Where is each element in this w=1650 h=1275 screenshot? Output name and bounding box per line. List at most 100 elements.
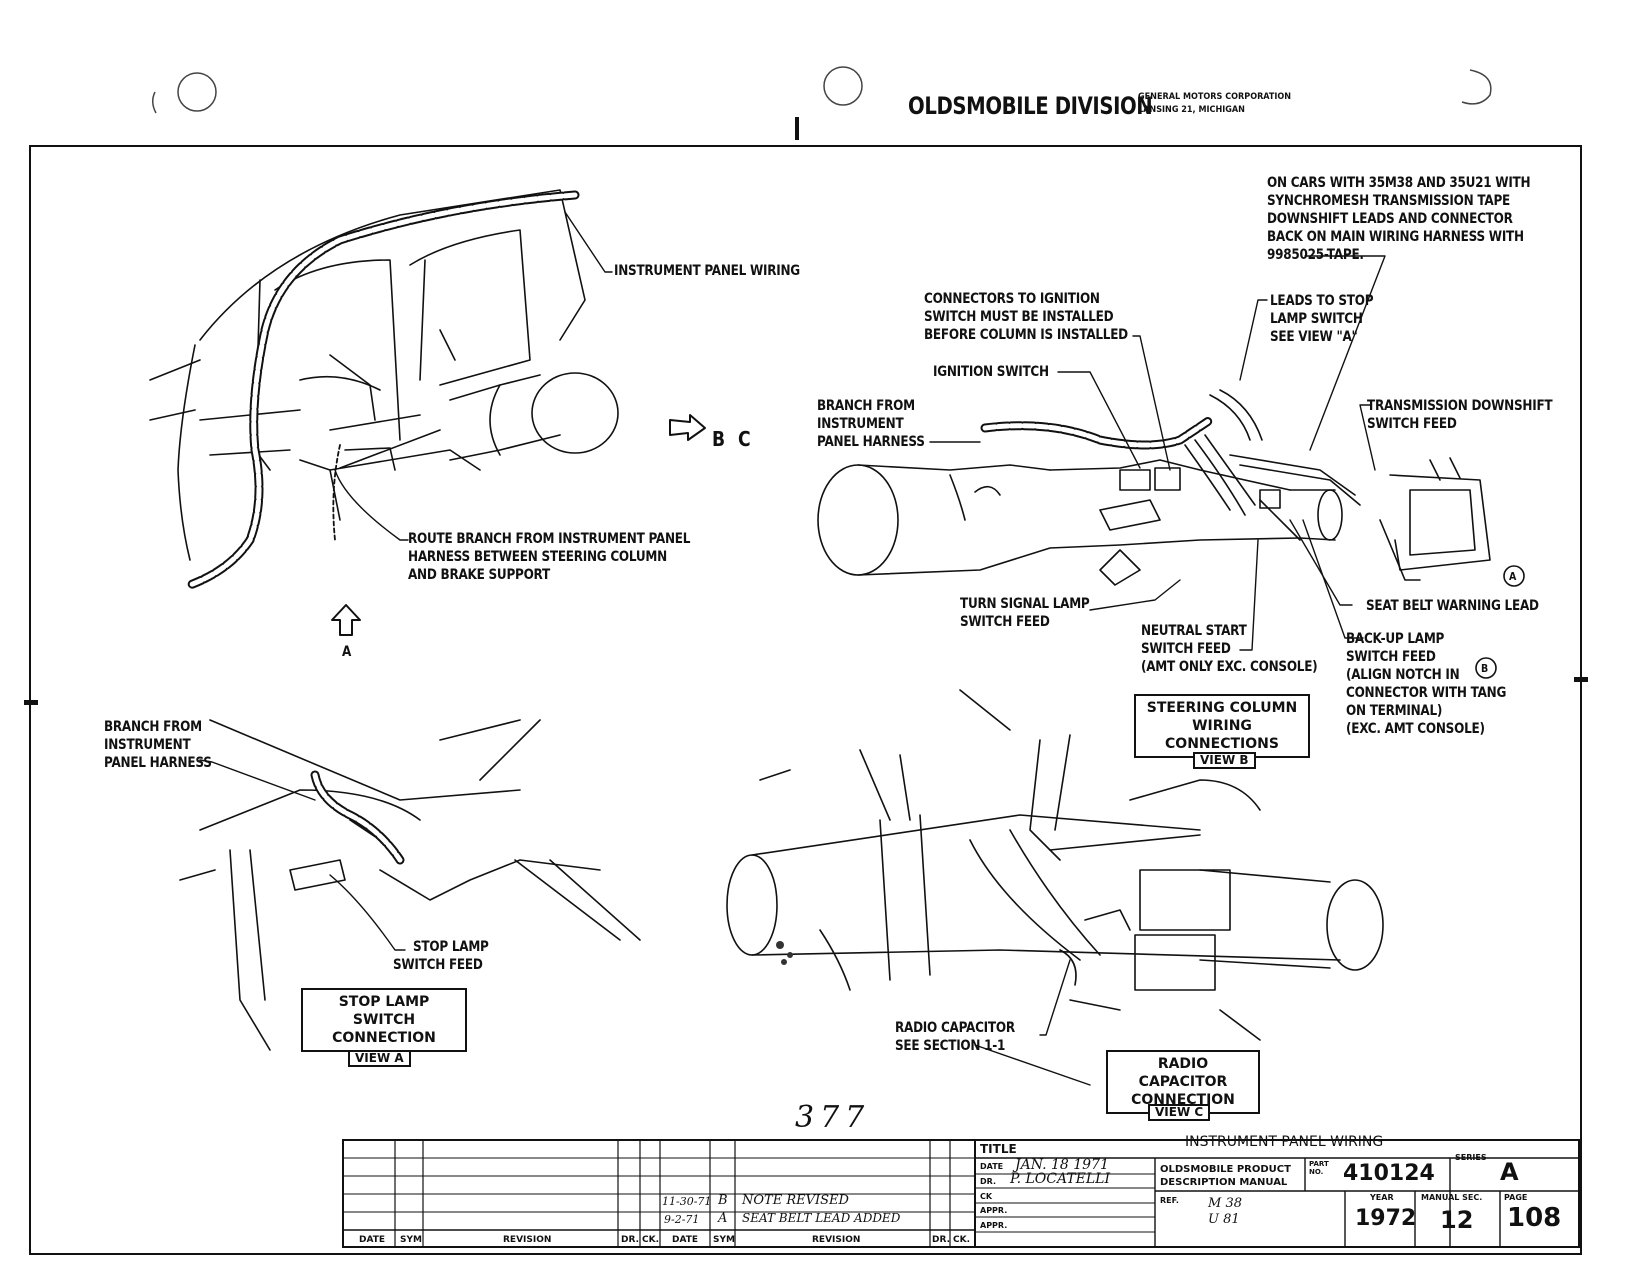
- label-on-cars-2: SYNCHROMESH TRANSMISSION TAPE: [1267, 193, 1510, 209]
- product-line-1: OLDSMOBILE PRODUCT: [1160, 1164, 1291, 1175]
- label-radio-cap-2: SEE SECTION 1-1: [895, 1038, 1006, 1054]
- series-value: A: [1500, 1158, 1519, 1186]
- year-label: YEAR: [1370, 1193, 1394, 1202]
- rev-b-date: 11-30-71: [662, 1195, 712, 1208]
- col-date-2: DATE: [672, 1235, 699, 1245]
- caption-stop-lamp: STOP LAMP SWITCH CONNECTION: [301, 988, 467, 1052]
- label-connectors-ignition-2: SWITCH MUST BE INSTALLED: [924, 309, 1114, 325]
- label-stop-lamp-feed-1: STOP LAMP: [413, 939, 489, 955]
- label-leads-stop-3: SEE VIEW "A": [1270, 329, 1358, 345]
- arrow-bc-label: B C: [712, 427, 755, 451]
- label-backup-lamp-6: (EXC. AMT CONSOLE): [1346, 721, 1485, 737]
- label-backup-lamp-5: ON TERMINAL): [1346, 703, 1443, 719]
- label-branch-from-b-1: BRANCH FROM: [817, 398, 915, 414]
- col-dr: DR.: [621, 1235, 639, 1245]
- label-trans-downshift-2: SWITCH FEED: [1367, 416, 1457, 432]
- corp-line-1: GENERAL MOTORS CORPORATION: [1138, 92, 1292, 102]
- radio-capacitor-illustration: [726, 689, 1384, 1041]
- caption-radio-cap: RADIO CAPACITOR CONNECTION: [1106, 1050, 1260, 1114]
- label-seat-belt: SEAT BELT WARNING LEAD: [1366, 598, 1539, 614]
- dr-label: DR.: [980, 1177, 996, 1186]
- view-b-tag: VIEW B: [1193, 752, 1256, 769]
- label-leads-stop-1: LEADS TO STOP: [1270, 293, 1374, 309]
- date-value: JAN. 18 1971: [1015, 1157, 1109, 1173]
- label-ignition-switch: IGNITION SWITCH: [933, 364, 1049, 380]
- rev-b-text: NOTE REVISED: [742, 1193, 849, 1208]
- punch-holes: [152, 66, 1492, 140]
- ck-label: CK: [980, 1192, 993, 1201]
- ip-harness: [185, 190, 580, 590]
- appr-label: APPR.: [980, 1206, 1008, 1215]
- label-radio-cap-1: RADIO CAPACITOR: [895, 1020, 1015, 1036]
- label-branch-from-a-2: INSTRUMENT: [104, 737, 191, 753]
- label-branch-from-b-2: INSTRUMENT: [817, 416, 904, 432]
- label-backup-lamp-2: SWITCH FEED: [1346, 649, 1436, 665]
- marker-a: A: [1509, 570, 1517, 583]
- label-neutral-start-1: NEUTRAL START: [1141, 623, 1247, 639]
- caption-stop-lamp-2: SWITCH CONNECTION: [332, 1012, 436, 1046]
- label-on-cars-5: 9985025-TAPE.: [1267, 247, 1364, 263]
- label-route-branch-1: ROUTE BRANCH FROM INSTRUMENT PANEL: [408, 531, 691, 547]
- col-date: DATE: [359, 1235, 386, 1245]
- view-a-tag: VIEW A: [348, 1050, 411, 1067]
- product-line-2: DESCRIPTION MANUAL: [1160, 1177, 1288, 1188]
- view-c-tag: VIEW C: [1148, 1104, 1211, 1121]
- col-sym: SYM: [400, 1235, 422, 1245]
- page-label: PAGE: [1504, 1193, 1528, 1202]
- rev-a-sym: A: [718, 1211, 728, 1226]
- label-backup-lamp-1: BACK-UP LAMP: [1346, 631, 1445, 647]
- label-turn-signal-1: TURN SIGNAL LAMP: [960, 596, 1090, 612]
- col-dr-2: DR.: [932, 1235, 950, 1245]
- steering-column-illustration: [817, 389, 1491, 586]
- ref-value-2: U 81: [1208, 1212, 1240, 1227]
- label-on-cars-1: ON CARS WITH 35M38 AND 35U21 WITH: [1267, 175, 1531, 191]
- series-label: SERIES: [1455, 1153, 1487, 1162]
- label-neutral-start-2: SWITCH FEED: [1141, 641, 1231, 657]
- manual-sec-label: MANUAL SEC.: [1421, 1193, 1483, 1202]
- marker-b: B: [1481, 662, 1488, 675]
- ref-value-1: M 38: [1208, 1196, 1242, 1211]
- appr2-label: APPR.: [980, 1221, 1008, 1230]
- col-revision: REVISION: [503, 1235, 552, 1245]
- label-branch-from-b-3: PANEL HARNESS: [817, 434, 925, 450]
- frame-tick-right: [1574, 677, 1588, 682]
- label-branch-from-a-1: BRANCH FROM: [104, 719, 202, 735]
- label-turn-signal-2: SWITCH FEED: [960, 614, 1050, 630]
- arrow-a-label: A: [342, 644, 352, 660]
- label-connectors-ignition-1: CONNECTORS TO IGNITION: [924, 291, 1100, 307]
- title-value: INSTRUMENT PANEL WIRING: [1185, 1134, 1384, 1150]
- caption-steering-column-1: STEERING COLUMN: [1146, 700, 1298, 716]
- part-label: PART NO.: [1309, 1160, 1329, 1176]
- ref-label: REF.: [1160, 1196, 1179, 1205]
- label-on-cars-4: BACK ON MAIN WIRING HARNESS WITH: [1267, 229, 1524, 245]
- part-number: 410124: [1343, 1161, 1435, 1186]
- label-branch-from-a-3: PANEL HARNESS: [104, 755, 212, 771]
- caption-steering-column-2: WIRING CONNECTIONS: [1165, 718, 1279, 752]
- label-backup-lamp-3: (ALIGN NOTCH IN: [1346, 667, 1460, 683]
- frame-tick-left: [24, 700, 38, 705]
- corp-line-2: LANSING 21, MICHIGAN: [1138, 105, 1245, 115]
- rev-a-text: SEAT BELT LEAD ADDED: [742, 1211, 901, 1225]
- manual-sec-value: 12: [1440, 1206, 1474, 1234]
- label-stop-lamp-feed-2: SWITCH FEED: [393, 957, 483, 973]
- rev-a-date: 9-2-71: [664, 1213, 700, 1226]
- date-label: DATE: [980, 1162, 1004, 1171]
- col-ck: CK.: [642, 1235, 659, 1245]
- handwritten-page-number: 377: [795, 1100, 871, 1135]
- col-ck-2: CK.: [953, 1235, 970, 1245]
- col-sym-2: SYM: [713, 1235, 735, 1245]
- label-backup-lamp-4: CONNECTOR WITH TANG: [1346, 685, 1507, 701]
- caption-radio-cap-1: RADIO CAPACITOR: [1138, 1056, 1228, 1090]
- page-value: 108: [1507, 1203, 1562, 1233]
- title-label: TITLE: [980, 1142, 1017, 1156]
- caption-stop-lamp-1: STOP LAMP: [338, 994, 430, 1010]
- label-connectors-ignition-3: BEFORE COLUMN IS INSTALLED: [924, 327, 1128, 343]
- label-route-branch-3: AND BRAKE SUPPORT: [408, 567, 550, 583]
- label-leads-stop-2: LAMP SWITCH: [1270, 311, 1363, 327]
- label-neutral-start-3: (AMT ONLY EXC. CONSOLE): [1141, 659, 1318, 675]
- label-route-branch-2: HARNESS BETWEEN STEERING COLUMN: [408, 549, 667, 565]
- label-instrument-panel-wiring: INSTRUMENT PANEL WIRING: [614, 263, 800, 279]
